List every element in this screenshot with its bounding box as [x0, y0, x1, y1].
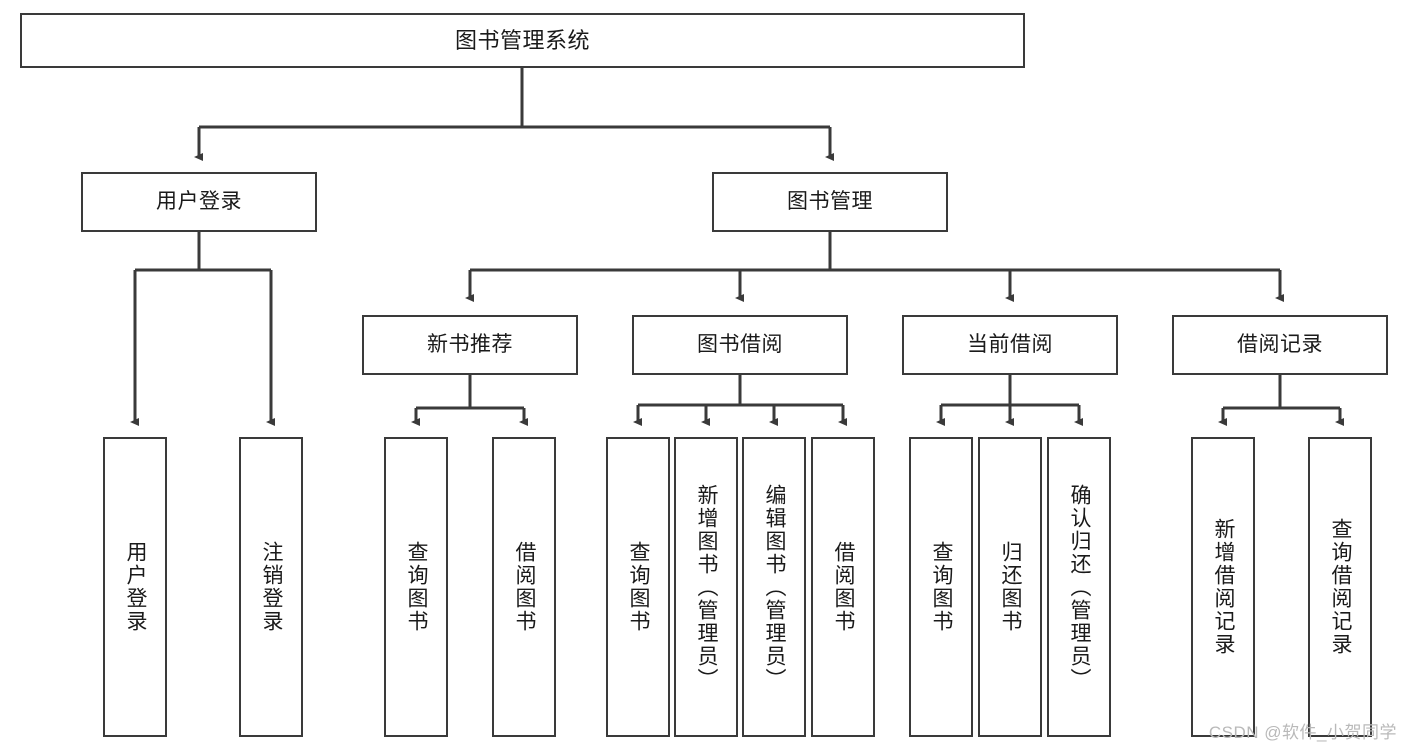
node-leaf-user-login[interactable]: 用户登录	[103, 437, 167, 737]
node-current-borrow[interactable]: 当前借阅	[902, 315, 1118, 375]
node-leaf-query-book-borrow[interactable]: 查询图书	[606, 437, 670, 737]
node-leaf-confirm-return-admin[interactable]: 确认归还（管理员）	[1047, 437, 1111, 737]
node-leaf-add-borrow-record[interactable]: 新增借阅记录	[1191, 437, 1255, 737]
node-leaf-query-book-recommend[interactable]: 查询图书	[384, 437, 448, 737]
node-leaf-borrow-book-recommend[interactable]: 借阅图书	[492, 437, 556, 737]
node-label: 图书管理系统	[454, 27, 590, 53]
node-label: 查询图书	[627, 541, 651, 633]
csdn-watermark: CSDN @软件_小贺同学	[1208, 723, 1397, 742]
node-label: 新增借阅记录	[1212, 518, 1236, 656]
node-label: 当前借阅	[967, 332, 1053, 356]
node-label: 确认归还（管理员）	[1068, 483, 1092, 691]
node-label: 注销登录	[260, 541, 284, 633]
node-new-book-recommend[interactable]: 新书推荐	[362, 315, 578, 375]
node-label: 查询图书	[930, 541, 954, 633]
node-leaf-query-book-current[interactable]: 查询图书	[909, 437, 973, 737]
node-borrow-record[interactable]: 借阅记录	[1172, 315, 1388, 375]
node-label: 新增图书（管理员）	[695, 483, 719, 691]
node-book-manage[interactable]: 图书管理	[712, 172, 948, 232]
node-label: 用户登录	[124, 541, 148, 633]
node-label: 图书管理	[787, 189, 873, 213]
node-label: 用户登录	[156, 189, 242, 213]
node-label: 图书借阅	[697, 332, 783, 356]
node-root-system[interactable]: 图书管理系统	[20, 13, 1025, 68]
node-leaf-logout-login[interactable]: 注销登录	[239, 437, 303, 737]
node-label: 查询图书	[405, 541, 429, 633]
node-label: 查询借阅记录	[1329, 518, 1353, 656]
node-label: 归还图书	[999, 541, 1023, 633]
node-book-borrow[interactable]: 图书借阅	[632, 315, 848, 375]
node-leaf-return-book[interactable]: 归还图书	[978, 437, 1042, 737]
node-leaf-query-borrow-record[interactable]: 查询借阅记录	[1308, 437, 1372, 737]
node-label: 新书推荐	[427, 332, 513, 356]
node-label: 借阅图书	[832, 541, 856, 633]
node-leaf-add-book-admin[interactable]: 新增图书（管理员）	[674, 437, 738, 737]
node-leaf-edit-book-admin[interactable]: 编辑图书（管理员）	[742, 437, 806, 737]
node-label: 借阅图书	[513, 541, 537, 633]
node-user-login[interactable]: 用户登录	[81, 172, 317, 232]
node-label: 借阅记录	[1237, 332, 1323, 356]
node-leaf-borrow-book[interactable]: 借阅图书	[811, 437, 875, 737]
node-label: 编辑图书（管理员）	[763, 483, 787, 691]
